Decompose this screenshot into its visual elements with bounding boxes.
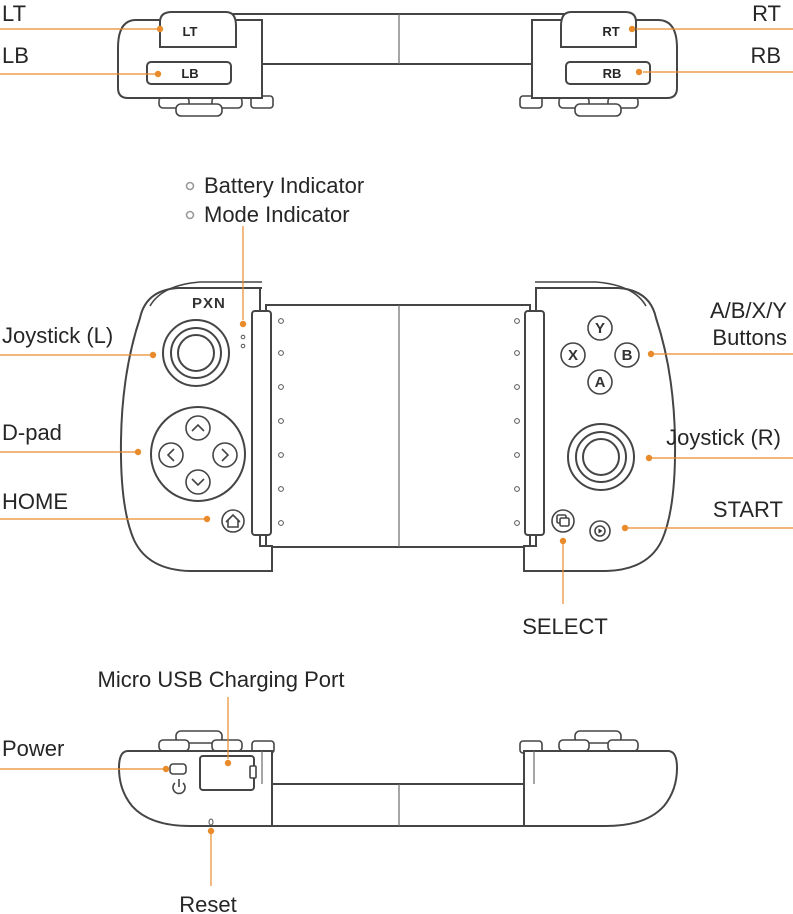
- left-clamp-holes: [278, 318, 284, 526]
- select-icon: [556, 514, 570, 527]
- abxy-label-line1: A/B/X/Y: [710, 298, 787, 323]
- chevron-down-icon[interactable]: [185, 469, 211, 495]
- lb-button-text: LB: [181, 66, 198, 81]
- rt-leader-dot: [628, 25, 636, 33]
- bottom-left-top-buttons: [158, 730, 275, 754]
- power-label: Power: [2, 736, 64, 761]
- select-label: SELECT: [522, 614, 608, 639]
- mode-indicator-label: Mode Indicator: [204, 202, 350, 227]
- usb-port-tab: [249, 765, 257, 779]
- right-clamp-holes: [514, 318, 520, 526]
- dpad-leader-dot: [134, 448, 142, 456]
- select-button[interactable]: [551, 509, 575, 533]
- battery-indicator-legend-dot: [185, 181, 195, 191]
- reset-pinhole[interactable]: [208, 818, 214, 826]
- usb-port-label: Micro USB Charging Port: [98, 667, 345, 692]
- joystick-right-label: Joystick (R): [666, 425, 781, 450]
- abxy-leader-dot: [647, 350, 655, 358]
- home-leader-dot: [203, 515, 211, 523]
- front-left-grip-top-edge: [149, 281, 262, 307]
- chevron-up-icon[interactable]: [185, 415, 211, 441]
- start-button[interactable]: [589, 520, 611, 542]
- rt-button-text: RT: [602, 24, 619, 39]
- bottom-right-grip: [523, 750, 679, 827]
- front-leader-lines: [0, 226, 793, 604]
- indicator-leader-dot: [239, 320, 247, 328]
- x-button[interactable]: X: [560, 342, 586, 368]
- power-leader-dot: [162, 765, 170, 773]
- select-leader-dot: [559, 537, 567, 545]
- joystick-left[interactable]: [162, 319, 230, 387]
- y-button-text: Y: [595, 320, 605, 337]
- rb-label: RB: [750, 43, 781, 68]
- power-icon: [172, 779, 186, 795]
- chevron-left-icon[interactable]: [158, 442, 184, 468]
- pxn-logo: PXN: [192, 295, 226, 312]
- front-view: Battery Indicator Mode Indicator PXN: [0, 173, 793, 639]
- mode-indicator-led: [240, 343, 246, 349]
- dpad[interactable]: [150, 406, 246, 502]
- joystick-right-leader-dot: [645, 454, 653, 462]
- dpad-label: D-pad: [2, 420, 62, 445]
- dpad-ring: [150, 406, 246, 502]
- top-view: LT RT LB RB LT LB RT RB: [0, 1, 793, 117]
- bottom-bridge: [231, 783, 565, 827]
- lb-bumper[interactable]: [146, 61, 232, 85]
- left-clamp: [251, 310, 272, 536]
- joystick-left-label: Joystick (L): [2, 323, 113, 348]
- battery-indicator-led: [240, 334, 246, 340]
- reset-leader-dot: [207, 827, 215, 835]
- front-right-grip-top-edge: [535, 281, 647, 307]
- rt-label: RT: [752, 1, 781, 26]
- right-clamp: [524, 310, 545, 536]
- lt-button-text: LT: [183, 24, 198, 39]
- a-button[interactable]: A: [587, 369, 613, 395]
- usb-leader-dot: [224, 759, 232, 767]
- bottom-right-top-buttons: [519, 730, 639, 754]
- lt-trigger[interactable]: [159, 11, 237, 48]
- bottom-view: Micro USB Charging Port: [0, 667, 679, 914]
- a-button-text: A: [595, 374, 606, 391]
- power-switch[interactable]: [169, 763, 187, 775]
- mode-indicator-legend-dot: [185, 210, 195, 220]
- b-button-text: B: [622, 347, 633, 364]
- b-button[interactable]: B: [614, 342, 640, 368]
- battery-indicator-label: Battery Indicator: [204, 173, 364, 198]
- bottom-leader-lines: [0, 697, 232, 886]
- home-icon: [225, 513, 241, 528]
- reset-label: Reset: [179, 892, 236, 914]
- face-buttons: Y X B A: [560, 315, 640, 395]
- rb-bumper[interactable]: [565, 61, 651, 85]
- chevron-right-icon[interactable]: [212, 442, 238, 468]
- play-icon: [594, 525, 606, 537]
- x-button-text: X: [568, 347, 578, 364]
- top-leader-lines: [0, 25, 793, 78]
- y-button[interactable]: Y: [587, 315, 613, 341]
- home-label: HOME: [2, 489, 68, 514]
- front-bridge: [265, 304, 531, 548]
- lb-leader-dot: [154, 70, 162, 78]
- joystick-right[interactable]: [567, 423, 635, 491]
- rb-button-text: RB: [603, 66, 622, 81]
- lb-label: LB: [2, 43, 29, 68]
- home-button[interactable]: [221, 509, 245, 533]
- lt-label: LT: [2, 1, 26, 26]
- lt-leader-dot: [156, 25, 164, 33]
- start-leader-dot: [621, 524, 629, 532]
- rb-leader-dot: [635, 68, 643, 76]
- top-bridge: [231, 13, 565, 65]
- abxy-label-line2: Buttons: [712, 325, 787, 350]
- start-label: START: [713, 497, 783, 522]
- rt-trigger[interactable]: [560, 11, 637, 48]
- joystick-left-leader-dot: [149, 351, 157, 359]
